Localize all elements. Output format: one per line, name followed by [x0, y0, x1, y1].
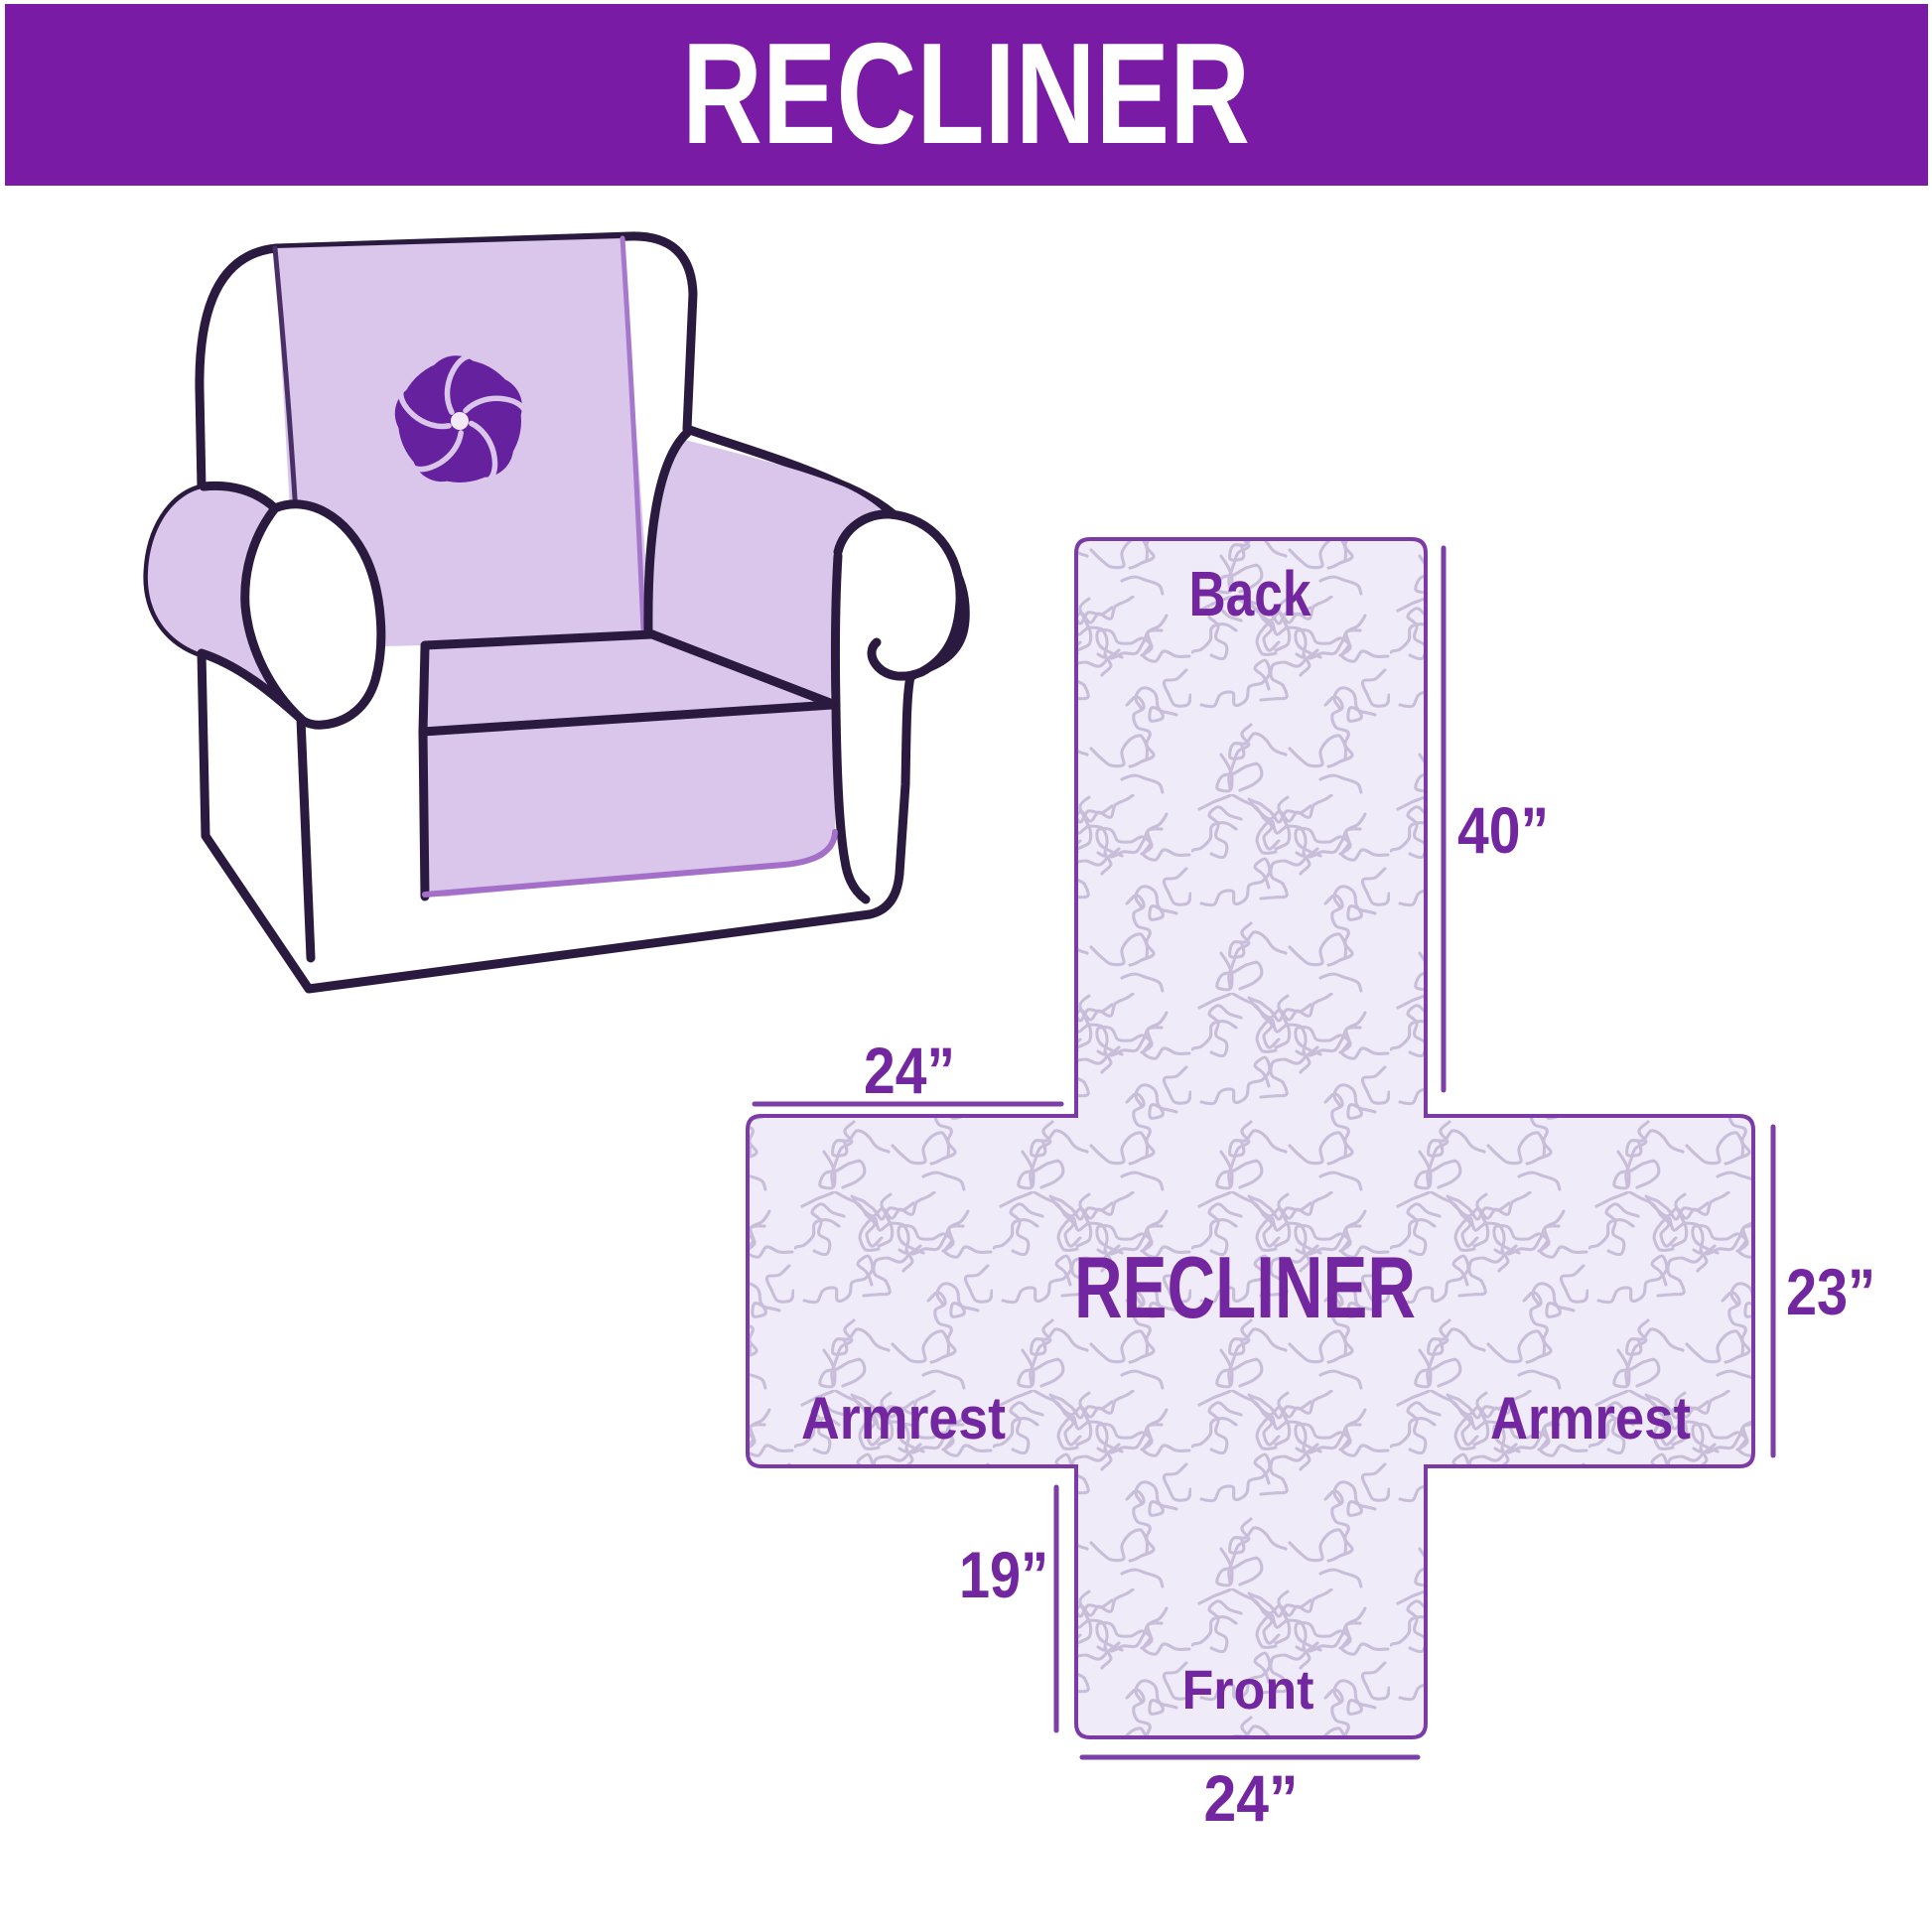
svg-text:24”: 24” — [1204, 1761, 1299, 1835]
svg-text:24”: 24” — [864, 1034, 955, 1107]
svg-text:RECLINER: RECLINER — [1074, 1238, 1416, 1336]
svg-text:Armrest: Armrest — [801, 1385, 1006, 1451]
svg-text:Back: Back — [1189, 558, 1311, 629]
svg-text:RECLINER: RECLINER — [682, 13, 1250, 174]
svg-text:Armrest: Armrest — [1490, 1385, 1691, 1451]
svg-text:23”: 23” — [1786, 1255, 1875, 1328]
svg-text:19”: 19” — [959, 1538, 1048, 1611]
svg-text:Front: Front — [1182, 1658, 1314, 1721]
svg-text:40”: 40” — [1457, 793, 1549, 867]
